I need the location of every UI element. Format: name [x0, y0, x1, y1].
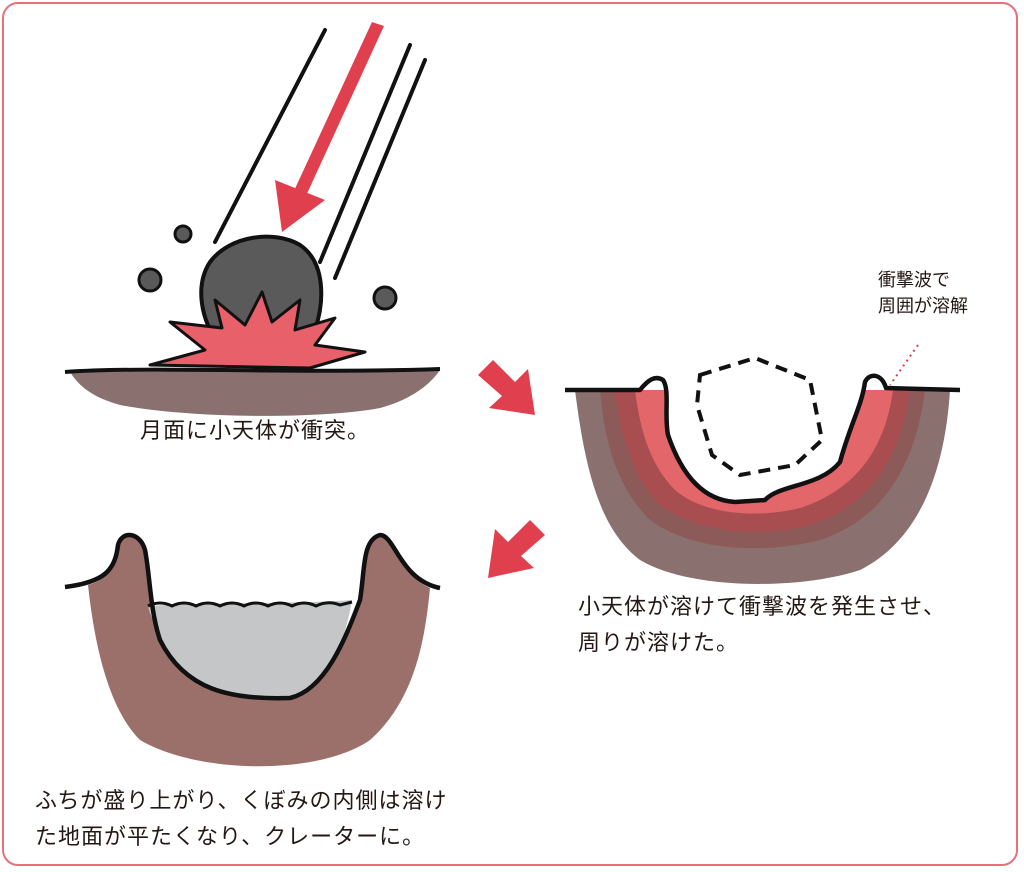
debris [137, 267, 163, 293]
debris [372, 285, 398, 311]
ground-3 [88, 534, 430, 767]
crater-outline-3 [64, 532, 441, 701]
step2-caption: 小天体が溶けて衝撃波を発生させ、 周りが溶けた。 [578, 590, 946, 662]
step2-caption-line-1: 小天体が溶けて衝撃波を発生させ、 [578, 595, 947, 620]
step3-caption: ふちが盛り上がり、くぼみの内側は溶け た地面が平たくなり、クレーターに。 [35, 784, 447, 856]
flat-melt-floor [148, 600, 352, 699]
crater-scene [64, 532, 441, 767]
note-line-2: 周囲が溶解 [878, 296, 968, 317]
crater-outline-2 [565, 373, 961, 505]
step1-caption: 月面に小天体が衝突。 [140, 419, 371, 444]
direction-arrow [275, 22, 384, 232]
arrow-to-step2 [478, 360, 535, 415]
debris [173, 224, 193, 244]
arrow-to-step3 [488, 520, 545, 578]
step3-caption-line-1: ふちが盛り上がり、くぼみの内側は溶け [35, 789, 448, 814]
melt-surface-line [147, 600, 353, 608]
speed-lines [213, 28, 427, 280]
note-leader-line [889, 344, 919, 386]
note-line-1: 衝撃波で [878, 270, 950, 291]
melting-scene [565, 344, 961, 584]
explosion-flash [148, 290, 367, 370]
step3-caption-line-2: た地面が平たくなり、クレーターに。 [35, 825, 426, 850]
impact-scene [64, 22, 441, 416]
step2-caption-line-2: 周りが溶けた。 [578, 631, 740, 656]
ground-surface-1 [64, 367, 441, 374]
shockwave-note: 衝撃波で 周囲が溶解 [878, 268, 968, 320]
ground-1 [70, 370, 440, 416]
crater-cavity-2 [565, 370, 960, 500]
